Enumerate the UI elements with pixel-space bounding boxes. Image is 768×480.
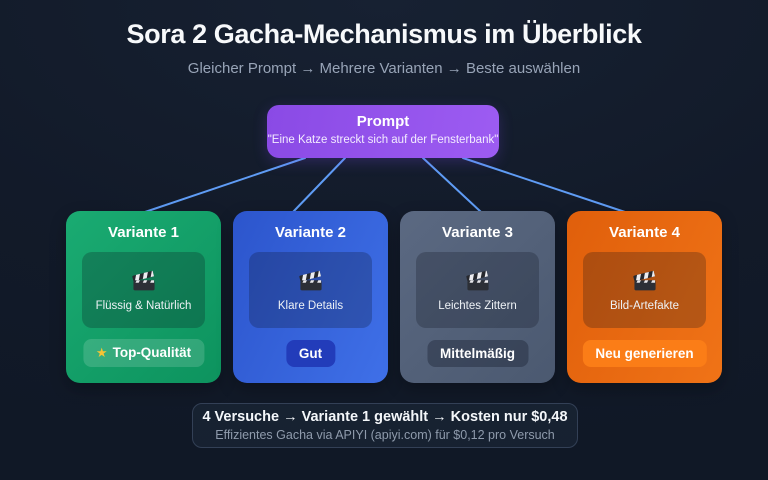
variant-preview: Flüssig & Natürlich — [82, 252, 205, 328]
page-subtitle: Gleicher Prompt → Mehrere Varianten → Be… — [187, 60, 581, 77]
variant-description: Klare Details — [277, 300, 344, 312]
summary-box: 4 Versuche → Variante 1 gewählt → Kosten… — [192, 403, 578, 448]
variant-title: Variante 3 — [442, 224, 513, 241]
prompt-label: Prompt — [356, 113, 410, 130]
variant-card-1: Variante 1 Flüssig & Natürlich ★ Top-Qual… — [66, 211, 221, 383]
quality-badge-top: ★ Top-Qualität — [82, 339, 205, 367]
clapperboard-icon — [298, 270, 322, 291]
variant-description: Flüssig & Natürlich — [95, 300, 192, 312]
variant-card-4: Variante 4 Bild-Artefakte Neu generieren — [567, 211, 722, 383]
connector-line-3 — [422, 157, 482, 213]
connector-line-1 — [144, 157, 306, 213]
variant-description: Bild-Artefakte — [609, 300, 680, 312]
summary-note: Effizientes Gacha via APIYI (apiyi.com) … — [215, 428, 555, 442]
variant-title: Variante 2 — [275, 224, 346, 241]
clapperboard-icon — [131, 270, 155, 291]
prompt-box: Prompt "Eine Katze streckt sich auf der … — [267, 105, 499, 158]
variant-preview: Klare Details — [249, 252, 372, 328]
quality-badge-regenerate: Neu generieren — [582, 340, 707, 367]
connector-line-2 — [292, 157, 346, 213]
star-icon: ★ — [95, 345, 108, 360]
variant-preview: Leichtes Zittern — [416, 252, 539, 328]
variant-preview: Bild-Artefakte — [583, 252, 706, 328]
quality-badge-mediocre: Mittelmäßig — [426, 340, 529, 367]
variant-title: Variante 1 — [108, 224, 179, 241]
clapperboard-icon — [632, 270, 656, 291]
quality-badge-good: Gut — [285, 340, 336, 367]
page-title: Sora 2 Gacha-Mechanismus im Überblick — [126, 19, 642, 49]
connector-line-4 — [462, 157, 626, 213]
variant-card-3: Variante 3 Leichtes Zittern Mittelmäßig — [400, 211, 555, 383]
summary-result: 4 Versuche → Variante 1 gewählt → Kosten… — [202, 409, 568, 425]
prompt-text: "Eine Katze streckt sich auf der Fenster… — [267, 134, 499, 146]
variant-card-2: Variante 2 Klare Details Gut — [233, 211, 388, 383]
badge-label: Top-Qualität — [112, 345, 192, 360]
clapperboard-icon — [465, 270, 489, 291]
variant-title: Variante 4 — [609, 224, 680, 241]
variant-description: Leichtes Zittern — [438, 300, 517, 312]
